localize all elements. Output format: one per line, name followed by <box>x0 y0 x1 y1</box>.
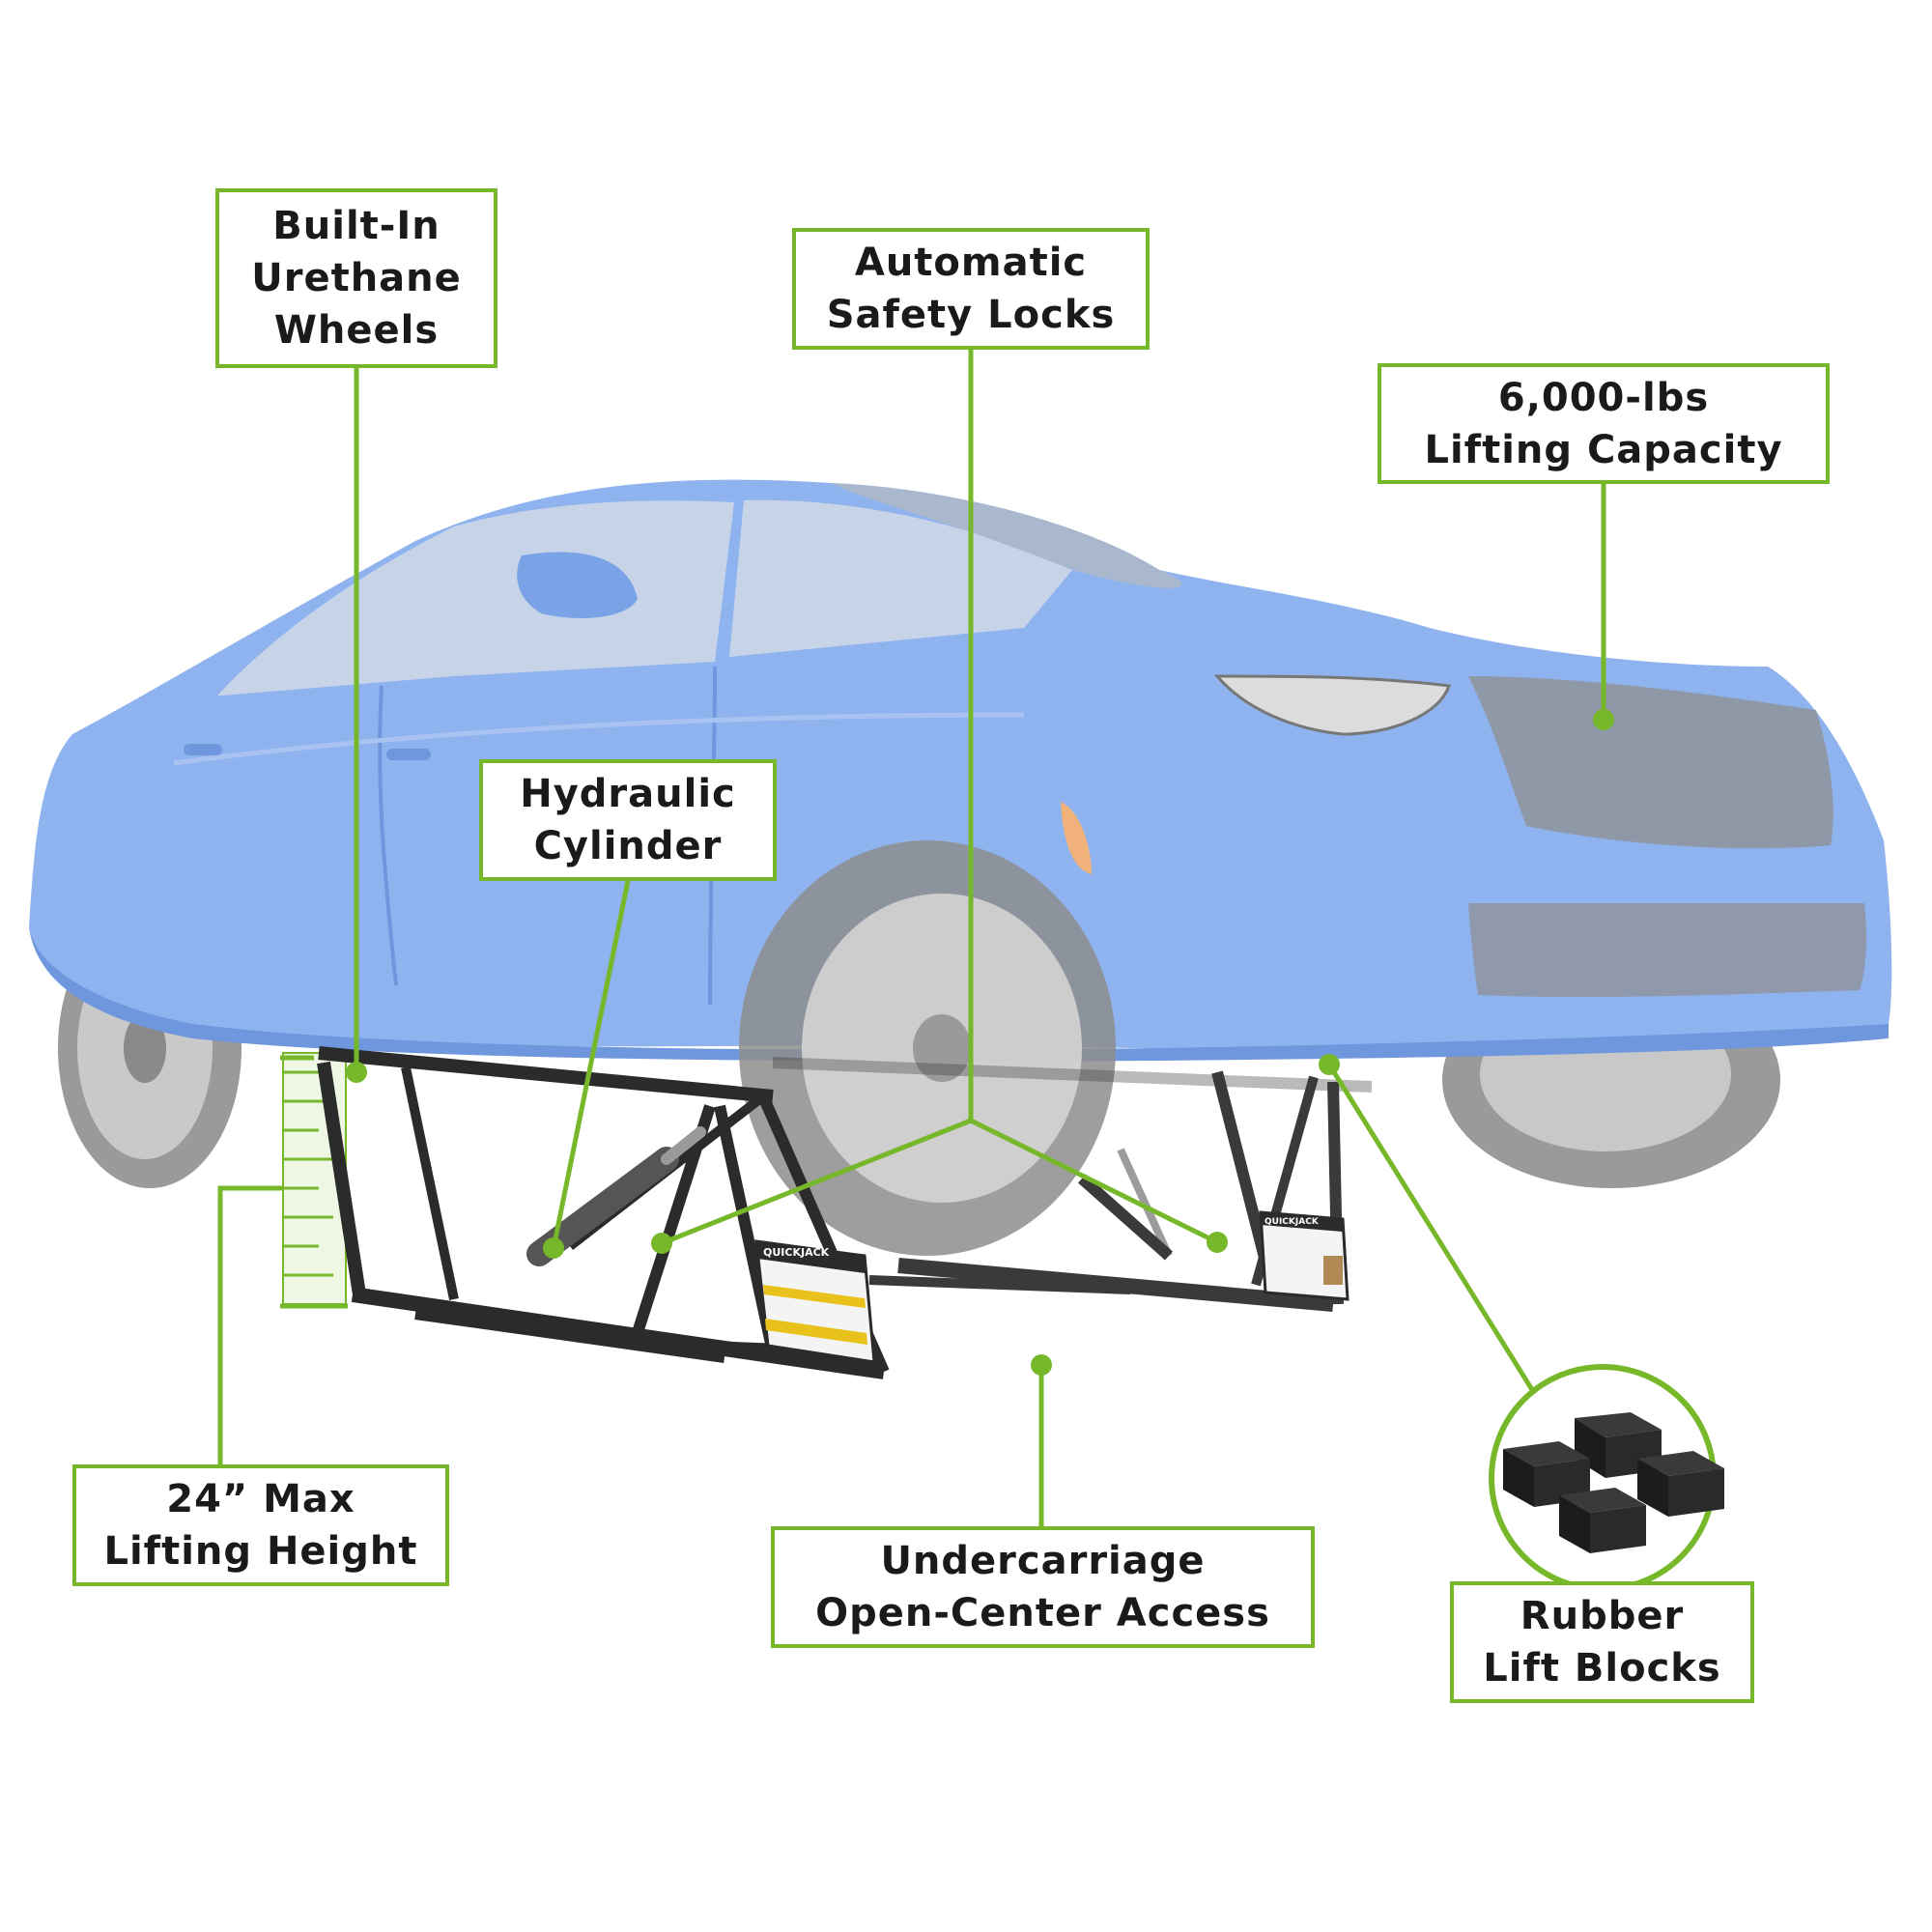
leader-lines <box>217 350 1606 1526</box>
rubber-block-front <box>1559 1488 1646 1553</box>
callout-safety-locks: Automatic Safety Locks <box>792 228 1150 350</box>
hydraulic-cylinder <box>526 1126 706 1266</box>
placard-right-brand: QUICKJACK <box>1264 1217 1320 1227</box>
callout-access-line-1: Undercarriage <box>880 1539 1206 1583</box>
dot-locks-right <box>1207 1232 1228 1253</box>
callout-wheels-line-2: Urethane <box>251 256 462 300</box>
callout-open-center-access: Undercarriage Open-Center Access <box>771 1526 1315 1648</box>
callout-cylinder-line-2: Cylinder <box>533 824 723 868</box>
leader-height <box>217 1185 282 1464</box>
callout-cylinder-line-1: Hydraulic <box>520 772 736 816</box>
leader-blocks <box>1326 1063 1539 1398</box>
car-body <box>29 479 1892 1062</box>
front-left-wheel <box>739 840 1116 1256</box>
leader-locks-right <box>969 1118 1219 1245</box>
callout-urethane-wheels: Built-In Urethane Wheels <box>215 188 497 368</box>
callout-lifting-capacity: 6,000-lbs Lifting Capacity <box>1378 363 1830 484</box>
rubber-blocks-inset <box>1489 1364 1724 1592</box>
dot-capacity <box>1593 709 1614 730</box>
dot-wheels <box>346 1062 367 1083</box>
callout-access-line-2: Open-Center Access <box>815 1591 1270 1635</box>
callout-blocks-line-2: Lift Blocks <box>1483 1646 1721 1690</box>
placard-left: QUICKJACK <box>754 1239 876 1364</box>
callout-blocks-line-1: Rubber <box>1520 1594 1685 1638</box>
dot-access <box>1031 1354 1052 1376</box>
callout-wheels-line-3: Wheels <box>273 308 440 353</box>
callout-lifting-height: 24” Max Lifting Height <box>72 1464 449 1586</box>
callout-capacity-line-1: 6,000-lbs <box>1497 375 1710 420</box>
dot-blocks <box>1319 1054 1340 1075</box>
callout-capacity-line-2: Lifting Capacity <box>1424 427 1783 472</box>
leader-locks-left <box>661 1118 972 1246</box>
callout-hydraulic-cylinder: Hydraulic Cylinder <box>479 759 777 881</box>
callout-locks-line-2: Safety Locks <box>826 293 1116 337</box>
dot-cylinder <box>543 1237 564 1259</box>
callout-height-line-2: Lifting Height <box>103 1529 418 1574</box>
rubber-block-right <box>1637 1451 1724 1517</box>
dot-locks-left <box>651 1233 672 1254</box>
callout-rubber-lift-blocks: Rubber Lift Blocks <box>1450 1581 1754 1703</box>
callout-wheels-line-1: Built-In <box>272 204 440 248</box>
callout-height-line-1: 24” Max <box>166 1477 355 1521</box>
placard-right: QUICKJACK <box>1259 1210 1350 1301</box>
callout-locks-line-1: Automatic <box>854 241 1088 285</box>
leader-dots <box>346 709 1614 1376</box>
placard-left-brand: QUICKJACK <box>763 1246 830 1259</box>
leader-cylinder <box>551 880 631 1249</box>
